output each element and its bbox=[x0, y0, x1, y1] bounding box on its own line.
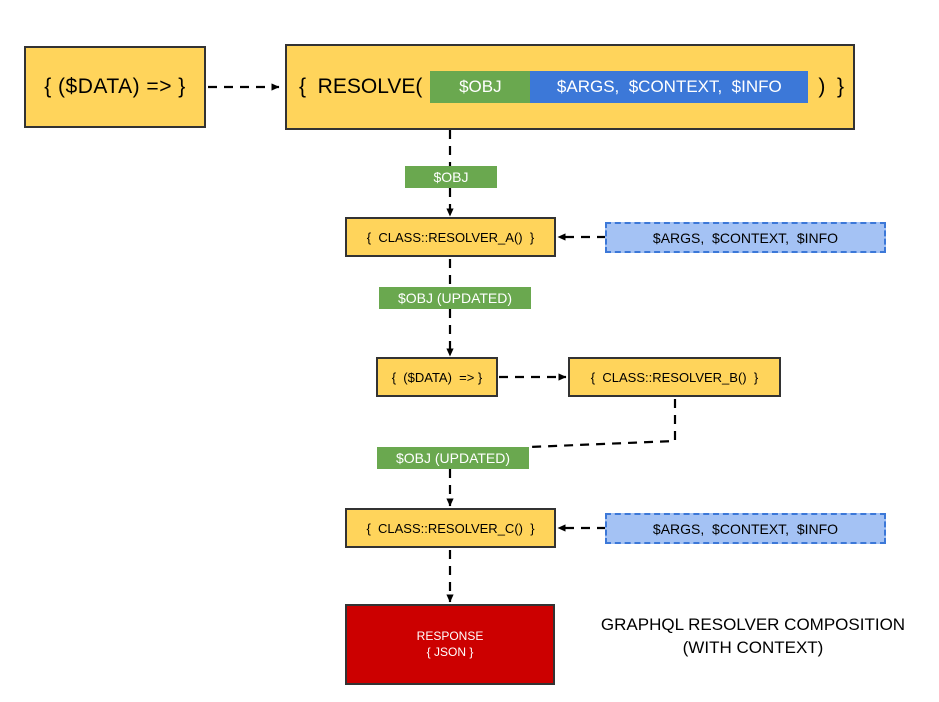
entry-lambda-box[interactable]: { ($DATA) => } bbox=[24, 46, 206, 128]
entry-lambda-label: { ($DATA) => } bbox=[44, 75, 186, 98]
resolve-args-bar[interactable]: $ARGS, $CONTEXT, $INFO bbox=[530, 71, 809, 103]
label-obj-updated-2: $OBJ (UPDATED) bbox=[377, 447, 529, 469]
diagram-title-line-2: (WITH CONTEXT) bbox=[682, 637, 824, 657]
resolve-prefix-label: { RESOLVE( bbox=[299, 75, 423, 98]
resolver-c-box[interactable]: { CLASS::RESOLVER_C() } bbox=[345, 508, 556, 548]
resolver-c-label: { CLASS::RESOLVER_C() } bbox=[366, 520, 535, 536]
resolve-obj-bar[interactable]: $OBJ bbox=[430, 71, 531, 103]
resolve-suffix-label: ) } bbox=[818, 75, 845, 98]
diagram-title-line-1: GRAPHQL RESOLVER COMPOSITION bbox=[600, 615, 906, 634]
args-context-info-box-a[interactable]: $ARGS, $CONTEXT, $INFO bbox=[605, 222, 886, 253]
label-obj-updated-1: $OBJ (UPDATED) bbox=[379, 287, 531, 309]
response-box[interactable]: RESPONSE { JSON } bbox=[345, 604, 555, 685]
resolver-b-label: { CLASS::RESOLVER_B() } bbox=[590, 369, 759, 385]
label-obj-updated-2-text: $OBJ (UPDATED) bbox=[395, 450, 511, 466]
inner-lambda-label: { ($DATA) => } bbox=[391, 369, 483, 385]
diagram-title: GRAPHQL RESOLVER COMPOSITION (WITH CONTE… bbox=[590, 614, 916, 660]
inner-lambda-box[interactable]: { ($DATA) => } bbox=[376, 357, 498, 397]
label-obj-text: $OBJ bbox=[433, 169, 469, 185]
resolver-a-label: { CLASS::RESOLVER_A() } bbox=[366, 229, 535, 245]
label-obj-updated-1-text: $OBJ (UPDATED) bbox=[397, 290, 513, 306]
resolve-box[interactable]: { RESOLVE( $OBJ $ARGS, $CONTEXT, $INFO )… bbox=[285, 44, 855, 130]
args-context-info-label-c: $ARGS, $CONTEXT, $INFO bbox=[652, 520, 839, 537]
args-context-info-box-c[interactable]: $ARGS, $CONTEXT, $INFO bbox=[605, 513, 886, 544]
resolver-b-box[interactable]: { CLASS::RESOLVER_B() } bbox=[568, 357, 781, 397]
resolver-a-box[interactable]: { CLASS::RESOLVER_A() } bbox=[345, 217, 556, 257]
label-obj: $OBJ bbox=[405, 166, 497, 188]
response-format: { JSON } bbox=[426, 644, 474, 659]
args-context-info-label-a: $ARGS, $CONTEXT, $INFO bbox=[652, 229, 839, 246]
response-title: RESPONSE bbox=[416, 628, 484, 643]
edge-resolver-b-to-obj-updated-2 bbox=[528, 399, 677, 449]
